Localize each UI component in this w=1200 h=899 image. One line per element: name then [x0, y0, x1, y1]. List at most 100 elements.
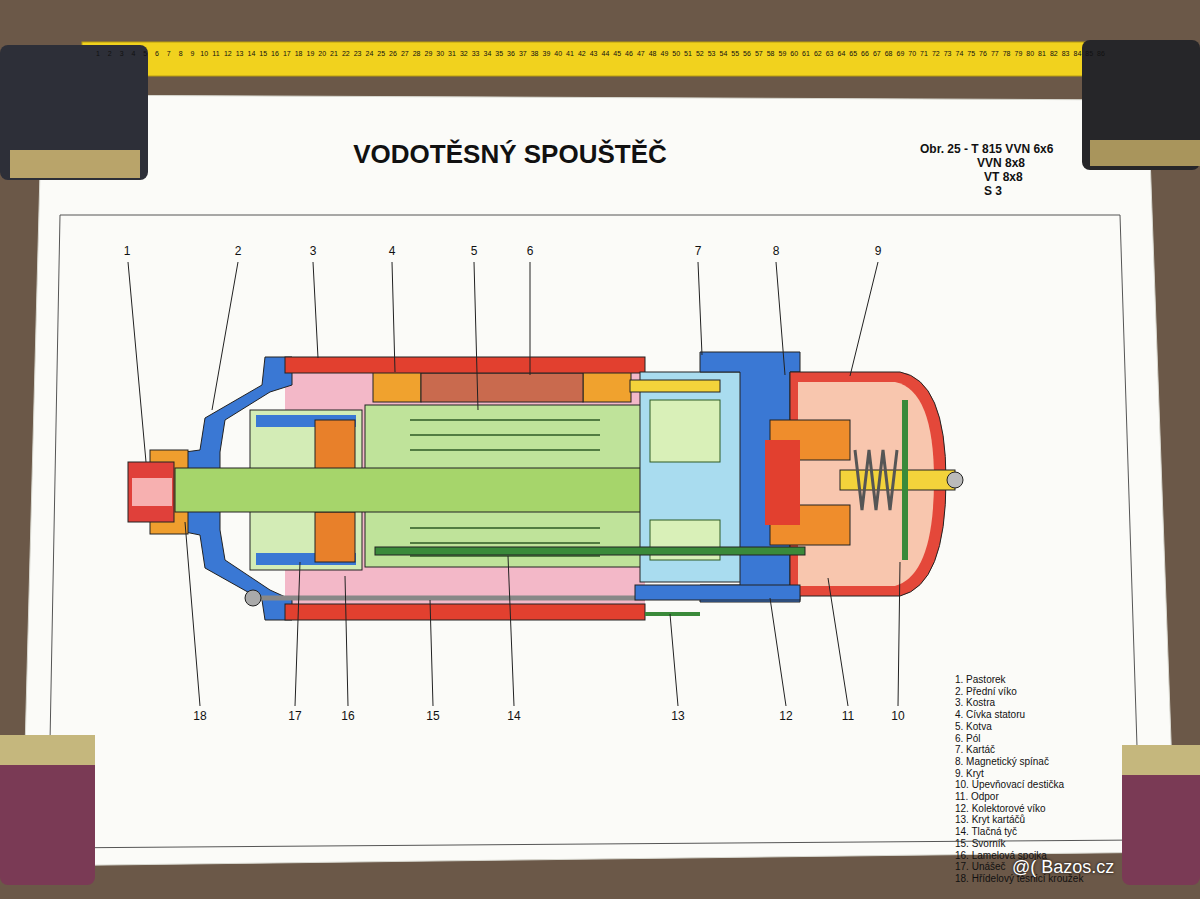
poster-frame [48, 215, 1140, 848]
part-list-item: 9. Kryt [955, 768, 984, 780]
tape-number: 86 [1097, 50, 1105, 58]
tape-number: 12 [224, 50, 232, 58]
tape-number: 54 [720, 50, 728, 58]
tape-number: 49 [661, 50, 669, 58]
callout-number: 8 [773, 245, 780, 259]
tape-number: 44 [602, 50, 610, 58]
callout-number: 7 [695, 245, 702, 259]
tape-number: 15 [259, 50, 267, 58]
tape-number: 3 [120, 50, 124, 58]
tape-number: 31 [448, 50, 456, 58]
tape-number: 41 [566, 50, 574, 58]
tape-number: 10 [200, 50, 208, 58]
tape-number: 42 [578, 50, 586, 58]
tape-number: 66 [861, 50, 869, 58]
tape-number: 82 [1050, 50, 1058, 58]
tape-number: 65 [849, 50, 857, 58]
tape-number: 48 [649, 50, 657, 58]
callout-number: 10 [891, 710, 904, 724]
tape-number: 9 [190, 50, 194, 58]
tape-number: 30 [436, 50, 444, 58]
tape-number: 21 [330, 50, 338, 58]
starter-illustration [128, 352, 963, 620]
callout-number: 5 [471, 245, 478, 259]
tape-number: 55 [731, 50, 739, 58]
part-list-item: 14. Tlačná tyč [955, 826, 1017, 838]
part-list-item: 2. Přední víko [955, 686, 1017, 698]
tape-number: 14 [248, 50, 256, 58]
callout-number: 1 [124, 245, 131, 259]
tape-number: 59 [779, 50, 787, 58]
callout-number: 18 [193, 710, 206, 724]
tape-number: 45 [613, 50, 621, 58]
poster-sheet [22, 95, 1175, 866]
tape-number: 63 [826, 50, 834, 58]
tape-number: 2 [108, 50, 112, 58]
tape-number: 1 [96, 50, 100, 58]
tape-number: 36 [507, 50, 515, 58]
tape-number: 17 [283, 50, 291, 58]
tape-number: 57 [755, 50, 763, 58]
watermark: @( Bazos.cz [1012, 857, 1114, 878]
tape-number: 75 [967, 50, 975, 58]
callout-number: 13 [671, 710, 684, 724]
tape-number: 80 [1026, 50, 1034, 58]
tape-number: 6 [155, 50, 159, 58]
part-list-item: 8. Magnetický spínač [955, 756, 1049, 768]
tape-number: 84 [1074, 50, 1082, 58]
cans [0, 40, 1200, 885]
part-list-item: 13. Kryt kartáčů [955, 814, 1025, 826]
tape-number: 43 [590, 50, 598, 58]
tape-number: 72 [932, 50, 940, 58]
tape-number: 67 [873, 50, 881, 58]
tape-number: 23 [354, 50, 362, 58]
figure-ref: VVN 8x8 [977, 157, 1025, 171]
tape-number: 32 [460, 50, 468, 58]
callout-number: 15 [426, 710, 439, 724]
tape-number: 68 [885, 50, 893, 58]
tape-number: 53 [708, 50, 716, 58]
part-list-item: 6. Pól [955, 733, 981, 745]
tape-number: 34 [484, 50, 492, 58]
callout-number: 16 [341, 710, 354, 724]
leader-lines [128, 262, 900, 706]
tape-number: 18 [295, 50, 303, 58]
tape-number: 40 [554, 50, 562, 58]
part-list-item: 12. Kolektorové víko [955, 803, 1046, 815]
tape-number: 85 [1085, 50, 1093, 58]
part-list-item: 5. Kotva [955, 721, 992, 733]
figure-ref: Obr. 25 - T 815 VVN 6x6 [920, 143, 1053, 157]
tape-number: 24 [366, 50, 374, 58]
tape-number: 81 [1038, 50, 1046, 58]
tape-number: 76 [979, 50, 987, 58]
callout-number: 12 [779, 710, 792, 724]
tape-number: 71 [920, 50, 928, 58]
tape-number: 11 [212, 50, 219, 58]
tape-number: 28 [413, 50, 421, 58]
callout-number: 17 [288, 710, 301, 724]
part-list-item: 7. Kartáč [955, 744, 995, 756]
tape-number: 64 [838, 50, 846, 58]
tape-number: 52 [696, 50, 704, 58]
tape-number: 56 [743, 50, 751, 58]
tape-number: 79 [1015, 50, 1023, 58]
tape-number: 69 [897, 50, 905, 58]
part-list-item: 17. Unášeč [955, 861, 1006, 873]
tape-number: 58 [767, 50, 775, 58]
tape-number: 26 [389, 50, 397, 58]
callout-number: 11 [842, 710, 854, 724]
tape-number: 13 [236, 50, 244, 58]
tape-number: 61 [802, 50, 810, 58]
figure-ref: S 3 [984, 185, 1002, 199]
callout-number: 3 [310, 245, 317, 259]
tape-number: 50 [672, 50, 680, 58]
tape-number: 4 [131, 50, 135, 58]
tape-number: 25 [377, 50, 385, 58]
callout-number: 2 [235, 245, 242, 259]
tape-number: 7 [167, 50, 171, 58]
tape-number: 8 [179, 50, 183, 58]
tape-number: 62 [814, 50, 822, 58]
tape-number: 5 [143, 50, 147, 58]
callout-number: 14 [507, 710, 520, 724]
